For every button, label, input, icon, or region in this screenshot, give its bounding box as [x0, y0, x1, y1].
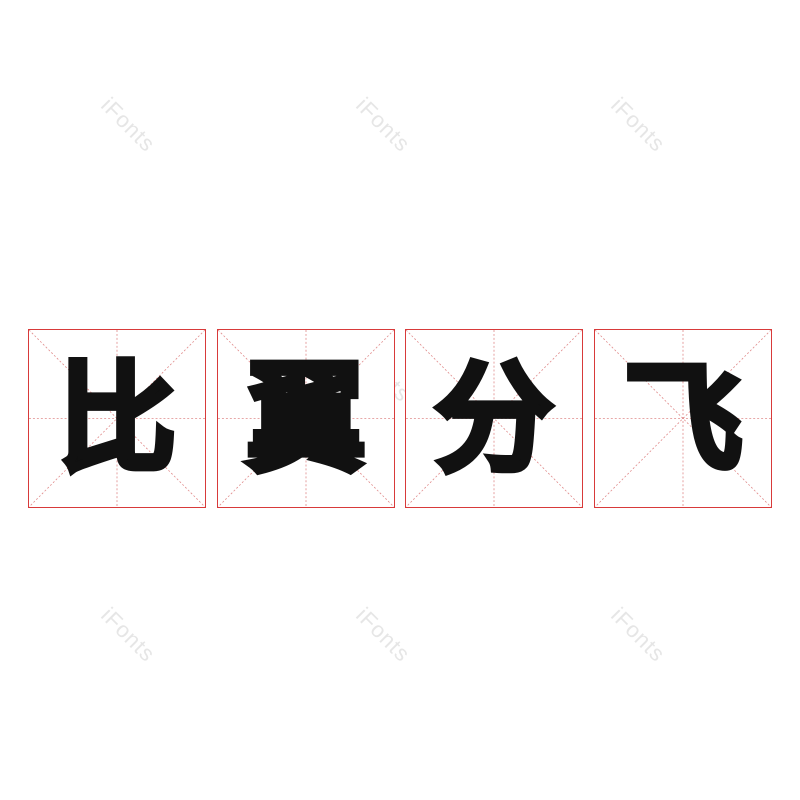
character-glyph: 翼	[244, 349, 368, 488]
character-glyph: 比	[55, 349, 179, 488]
grid-guides	[406, 330, 582, 507]
character-cell-2: 翼	[217, 329, 395, 508]
character-glyph: 分	[432, 349, 556, 488]
character-glyph: 飞	[621, 349, 745, 488]
watermark-top-right: iFonts	[606, 92, 671, 157]
grid-guides	[29, 330, 205, 507]
character-cell-4: 飞	[594, 329, 772, 508]
grid-guides	[595, 330, 771, 507]
character-grid: 比 翼 分 飞	[28, 329, 773, 510]
watermark-top-left: iFonts	[96, 92, 161, 157]
character-cell-1: 比	[28, 329, 206, 508]
watermark-bottom-right: iFonts	[606, 602, 671, 667]
character-cell-3: 分	[405, 329, 583, 508]
grid-guides	[218, 330, 394, 507]
watermark-bottom-center: iFonts	[351, 602, 416, 667]
watermark-bottom-left: iFonts	[96, 602, 161, 667]
watermark-top-center: iFonts	[351, 92, 416, 157]
